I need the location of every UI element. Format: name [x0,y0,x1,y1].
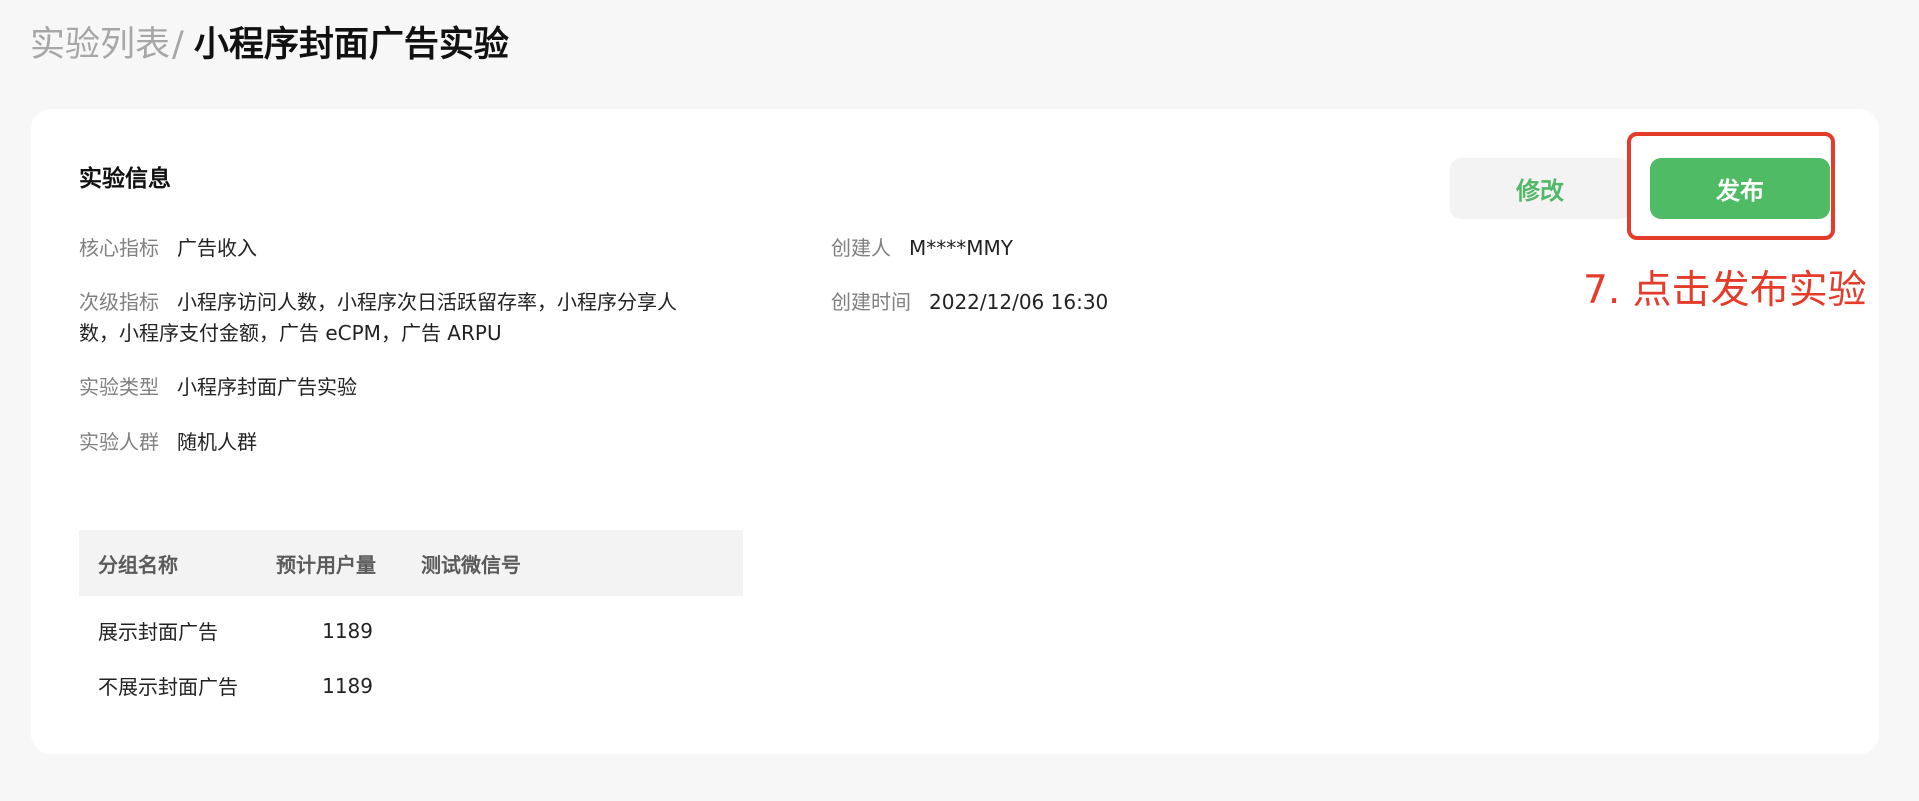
table-header: 分组名称 预计用户量 测试微信号 [79,530,743,596]
table-row: 展示封面广告 1189 [79,603,743,658]
header-expected-users: 预计用户量 [276,552,376,577]
creator-row: 创建人 M****MMY [831,233,1013,264]
expected-users-cell: 1189 [322,618,373,643]
experiment-crowd-value: 随机人群 [177,430,257,454]
secondary-metric-label: 次级指标 [79,290,159,314]
secondary-metric-row: 次级指标小程序访问人数，小程序次日活跃留存率，小程序分享人数，小程序支付金额，广… [79,287,679,349]
expected-users-cell: 1189 [322,673,373,698]
section-title: 实验信息 [79,166,171,192]
core-metric-label: 核心指标 [79,236,159,260]
edit-button[interactable]: 修改 [1450,158,1630,219]
secondary-metric-value: 小程序访问人数，小程序次日活跃留存率，小程序分享人数，小程序支付金额，广告 eC… [79,290,677,345]
publish-step-annotation: 7. 点击发布实验 [1583,268,1867,313]
creator-label: 创建人 [831,236,891,260]
created-time-row: 创建时间 2022/12/06 16:30 [831,287,1108,318]
creator-value: M****MMY [909,236,1013,260]
breadcrumb: 实验列表 / 小程序封面广告实验 [30,16,509,67]
experiment-info-card: 实验信息 核心指标广告收入 次级指标小程序访问人数，小程序次日活跃留存率，小程序… [31,109,1879,754]
header-group-name: 分组名称 [98,552,178,577]
groups-table: 分组名称 预计用户量 测试微信号 展示封面广告 1189 不展示封面广告 118… [79,530,743,713]
page-title: 小程序封面广告实验 [193,25,509,65]
created-time-label: 创建时间 [831,290,911,314]
experiment-crowd-row: 实验人群随机人群 [79,427,257,458]
group-name-cell: 不展示封面广告 [98,675,238,699]
group-name-cell: 展示封面广告 [98,620,218,644]
experiment-type-label: 实验类型 [79,375,159,399]
experiment-type-row: 实验类型小程序封面广告实验 [79,372,357,403]
core-metric-value: 广告收入 [177,236,257,260]
header-test-wechat-id: 测试微信号 [421,552,521,577]
table-row: 不展示封面广告 1189 [79,658,743,713]
breadcrumb-experiment-list-link[interactable]: 实验列表 [30,25,171,65]
core-metric-row: 核心指标广告收入 [79,233,257,264]
publish-button[interactable]: 发布 [1650,158,1830,219]
breadcrumb-separator: / [172,25,184,65]
experiment-type-value: 小程序封面广告实验 [177,375,357,399]
experiment-crowd-label: 实验人群 [79,430,159,454]
created-time-value: 2022/12/06 16:30 [929,290,1109,314]
